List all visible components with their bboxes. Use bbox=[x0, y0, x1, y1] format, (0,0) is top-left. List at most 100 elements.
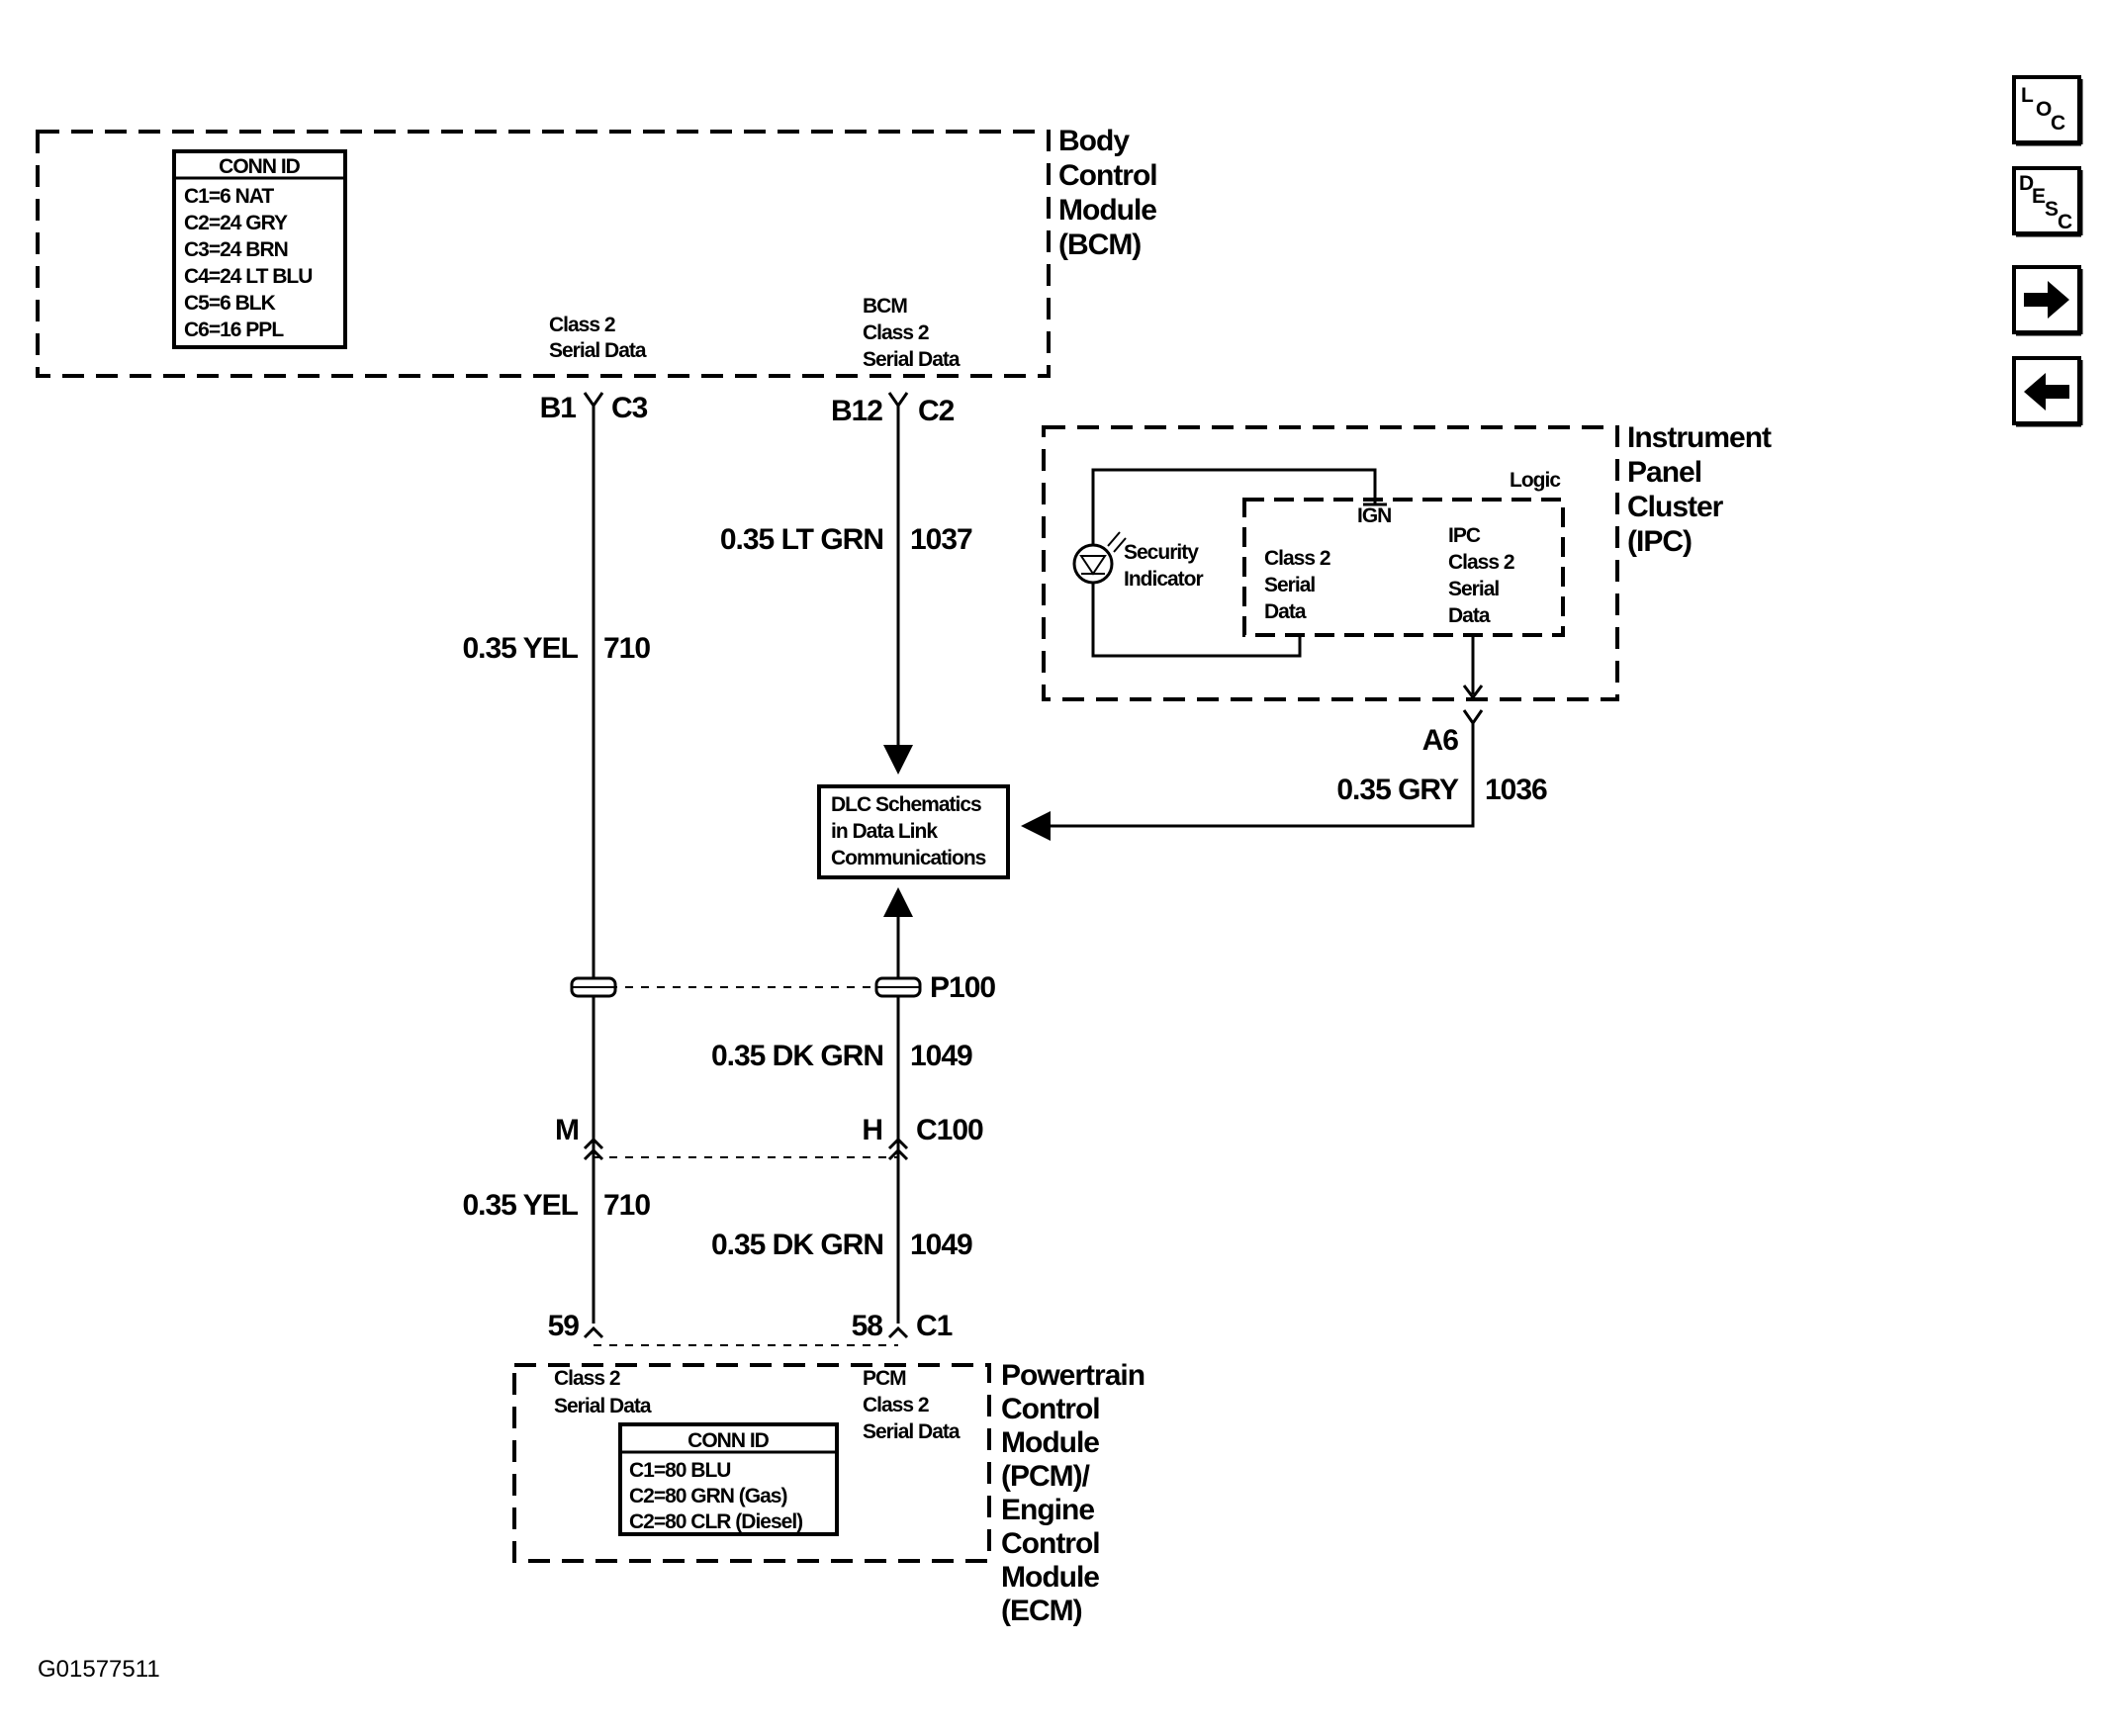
pin-c2: C2 bbox=[918, 395, 955, 427]
dlc-schematics-box: DLC Schematics in Data Link Communicatio… bbox=[817, 784, 1010, 879]
loc-button[interactable]: L O C bbox=[2012, 75, 2083, 146]
ipc-title-4: (IPC) bbox=[1627, 525, 1692, 558]
ipc-class2-2: Serial bbox=[1264, 574, 1315, 596]
bcm-class2-serial-data-2: Serial Data bbox=[549, 339, 647, 362]
wire-label-710-bottom: 0.35 YEL 710 bbox=[462, 1189, 651, 1222]
pin-b12: B12 bbox=[831, 395, 882, 427]
ipc-serial-data-2: Class 2 bbox=[1448, 551, 1514, 574]
bcm-title-1: Body bbox=[1058, 125, 1130, 157]
figure-id: G01577511 bbox=[38, 1656, 160, 1683]
bcm-serial-data-1: BCM bbox=[863, 295, 907, 318]
pcm-title-1: Powertrain bbox=[1001, 1359, 1145, 1392]
ipc-outline bbox=[1042, 425, 1619, 701]
wire-label-1036: 0.35 GRY 1036 bbox=[1336, 774, 1548, 806]
wire-1036-color: 0.35 GRY bbox=[1336, 774, 1459, 806]
pcm-module: Powertrain Control Module (PCM)/ Engine … bbox=[512, 1359, 1145, 1627]
bcm-conn-box bbox=[172, 149, 347, 349]
bcm-conn-id-table: CONN ID C1=6 NAT C2=24 GRY C3=24 BRN C4=… bbox=[172, 149, 347, 349]
pin-c100: C100 bbox=[916, 1114, 983, 1146]
bcm-conn-c2: C2=24 GRY bbox=[184, 212, 288, 234]
pin-a6: A6 bbox=[1422, 724, 1459, 757]
pcm-connector-c1: 59 58 C1 bbox=[548, 1310, 954, 1346]
dlc-line-3: Communications bbox=[831, 847, 986, 869]
bcm-class2-serial-data-1: Class 2 bbox=[549, 314, 615, 336]
desc-letter-c: C bbox=[2058, 211, 2072, 233]
ipc-serial-data-4: Data bbox=[1448, 604, 1491, 627]
ipc-logic-label: Logic bbox=[1510, 469, 1561, 492]
splice-p100: P100 bbox=[570, 971, 996, 1004]
pcm-title-8: (ECM) bbox=[1001, 1595, 1082, 1627]
next-button[interactable] bbox=[2012, 265, 2083, 336]
desc-letter-d: D bbox=[2019, 172, 2034, 195]
bcm-module: Body Control Module (BCM) CONN ID C1=6 N… bbox=[36, 125, 1158, 378]
bcm-conn-c6: C6=16 PPL bbox=[184, 319, 284, 341]
pcm-class2-serial-data-2: Serial Data bbox=[554, 1395, 652, 1417]
pcm-conn-c2-gas: C2=80 GRN (Gas) bbox=[629, 1485, 786, 1508]
security-indicator-label-1: Security bbox=[1124, 541, 1199, 564]
pcm-serial-data-1: PCM bbox=[863, 1367, 906, 1390]
ipc-module: Instrument Panel Cluster (IPC) Logic IGN… bbox=[1042, 421, 1773, 701]
ipc-serial-data-3: Serial bbox=[1448, 578, 1499, 600]
wire-1037-color: 0.35 LT GRN bbox=[720, 523, 883, 556]
pcm-title-5: Engine bbox=[1001, 1494, 1094, 1526]
pcm-class2-serial-data-1: Class 2 bbox=[554, 1367, 620, 1390]
ipc-title-2: Panel bbox=[1627, 456, 1701, 489]
wire-label-1049-top: 0.35 DK GRN 1049 bbox=[711, 1040, 973, 1072]
loc-letter-l: L bbox=[2021, 84, 2034, 107]
pin-c1: C1 bbox=[916, 1310, 953, 1342]
ipc-ign-label: IGN bbox=[1357, 504, 1391, 527]
wire-1036-circuit: 1036 bbox=[1485, 774, 1547, 806]
pcm-title-4: (PCM)/ bbox=[1001, 1460, 1091, 1493]
bcm-title-3: Module bbox=[1058, 194, 1156, 227]
led-icon bbox=[1072, 531, 1127, 585]
pin-59: 59 bbox=[548, 1310, 580, 1342]
desc-letter-e: E bbox=[2032, 185, 2046, 208]
wire-1036 bbox=[1021, 722, 1475, 841]
pin-p100: P100 bbox=[930, 971, 995, 1004]
pin-h: H bbox=[862, 1114, 882, 1146]
wire-1049-color-top: 0.35 DK GRN bbox=[711, 1040, 883, 1072]
dlc-line-1: DLC Schematics bbox=[831, 793, 981, 816]
arrow-right-icon bbox=[2024, 281, 2069, 319]
bcm-conn-c4: C4=24 LT BLU bbox=[184, 265, 312, 288]
wire-label-710-top: 0.35 YEL 710 bbox=[462, 632, 651, 665]
wire-1049-circuit-bottom: 1049 bbox=[910, 1229, 972, 1261]
ipc-class2-3: Data bbox=[1264, 600, 1307, 623]
bcm-conn-c1: C1=6 NAT bbox=[184, 185, 274, 208]
bcm-outline bbox=[36, 130, 1051, 378]
ipc-class2-1: Class 2 bbox=[1264, 547, 1330, 570]
ipc-title-1: Instrument bbox=[1627, 421, 1772, 454]
ipc-logic-box bbox=[1242, 498, 1565, 637]
loc-letter-c: C bbox=[2051, 112, 2065, 135]
pcm-conn-c2-diesel: C2=80 CLR (Diesel) bbox=[629, 1510, 802, 1533]
bcm-connector-b12: B12 C2 bbox=[831, 392, 956, 427]
previous-button[interactable] bbox=[2012, 356, 2083, 427]
bcm-title-4: (BCM) bbox=[1058, 228, 1141, 261]
dlc-line-2: in Data Link bbox=[831, 820, 938, 843]
pcm-title-7: Module bbox=[1001, 1561, 1099, 1594]
pin-58: 58 bbox=[852, 1310, 883, 1342]
pcm-title-2: Control bbox=[1001, 1393, 1100, 1425]
pcm-conn-header: CONN ID bbox=[687, 1429, 770, 1452]
ipc-serial-data-1: IPC bbox=[1448, 524, 1481, 547]
bcm-conn-header: CONN ID bbox=[219, 155, 301, 178]
wire-1049-circuit-top: 1049 bbox=[910, 1040, 972, 1072]
desc-button[interactable]: D E S C bbox=[2012, 166, 2083, 237]
desc-letter-s: S bbox=[2045, 198, 2059, 221]
pcm-title-6: Control bbox=[1001, 1527, 1100, 1560]
wire-710-circuit-top: 710 bbox=[603, 632, 650, 665]
wire-1037-circuit: 1037 bbox=[910, 523, 972, 556]
bcm-title-2: Control bbox=[1058, 159, 1157, 192]
bcm-conn-c5: C5=6 BLK bbox=[184, 292, 276, 315]
pin-m: M bbox=[555, 1114, 579, 1146]
ipc-title-3: Cluster bbox=[1627, 491, 1724, 523]
pcm-title-3: Module bbox=[1001, 1426, 1099, 1459]
bcm-serial-data-3: Serial Data bbox=[863, 348, 961, 371]
pcm-conn-box bbox=[618, 1422, 839, 1536]
connector-c100: M H C100 bbox=[555, 1114, 984, 1161]
bcm-conn-c3: C3=24 BRN bbox=[184, 238, 288, 261]
pcm-conn-id-table: CONN ID C1=80 BLU C2=80 GRN (Gas) C2=80 … bbox=[618, 1422, 839, 1536]
wire-710-color-top: 0.35 YEL bbox=[462, 632, 578, 665]
wire-710-color-bottom: 0.35 YEL bbox=[462, 1189, 578, 1222]
